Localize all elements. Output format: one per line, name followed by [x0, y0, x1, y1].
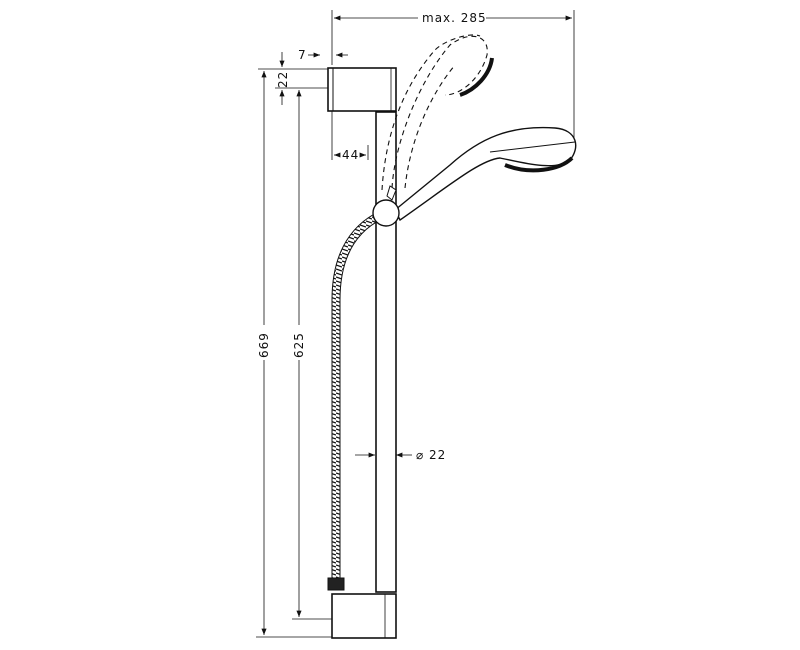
- rail-length-label: 625: [292, 332, 306, 358]
- overall-height-dimension: 669: [256, 71, 332, 638]
- max-reach-dimension: max. 285: [331, 10, 575, 140]
- max-reach-label: max. 285: [422, 11, 487, 25]
- overall-height-label: 669: [257, 332, 271, 358]
- hand-shower-alt-position: [381, 34, 488, 191]
- rail-offset-dimension: 44: [331, 110, 369, 162]
- rail-diameter-dimension: ⌀ 22: [355, 448, 446, 462]
- bracket-height-label: 22: [276, 71, 290, 88]
- bracket-offset-dimension: 7: [298, 48, 348, 62]
- hand-shower: [394, 126, 577, 222]
- bracket-offset-label: 7: [298, 48, 307, 62]
- wall-bracket-top: [327, 67, 397, 112]
- rail-diameter-label: ⌀ 22: [416, 448, 446, 462]
- slide-rail: [375, 111, 397, 593]
- bracket-height-dimension: 22: [258, 52, 328, 105]
- slider-holder: [372, 185, 400, 227]
- rail-offset-label: 44: [342, 148, 359, 162]
- alt-spray-face: [459, 57, 494, 97]
- rail-length-dimension: 625: [292, 90, 332, 620]
- wall-bracket-bottom: [331, 593, 397, 639]
- shower-hose: [327, 210, 384, 591]
